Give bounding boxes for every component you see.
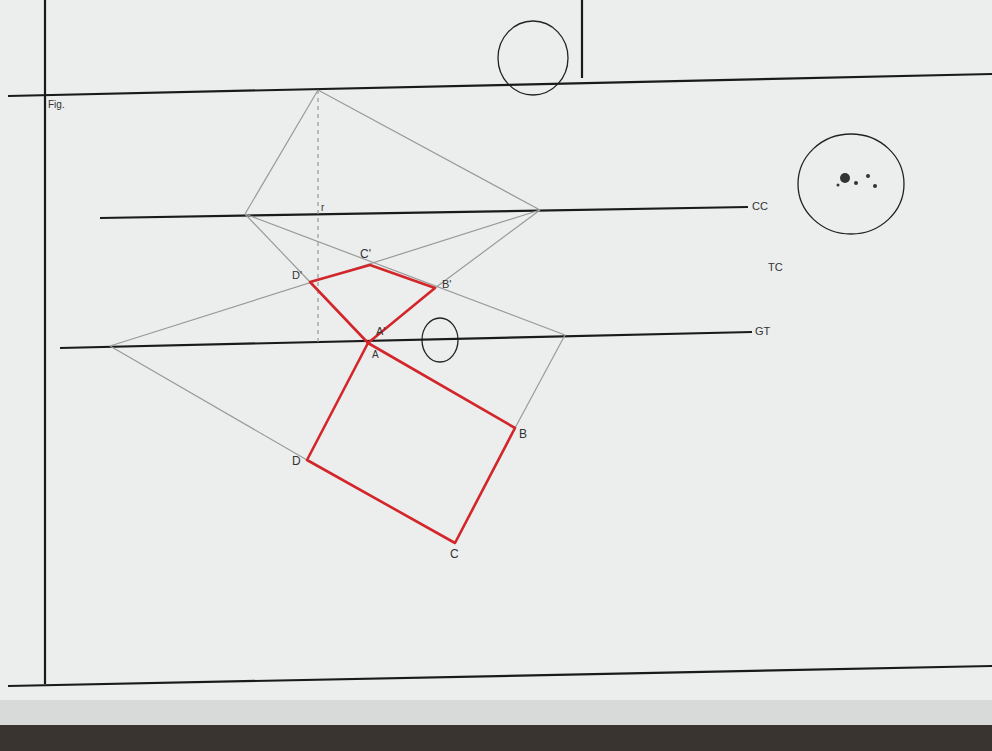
ground-lines [60, 207, 752, 348]
point-label: TC [768, 262, 783, 273]
point-label: CC [752, 201, 768, 212]
point-label: C [450, 548, 459, 560]
circles [422, 21, 904, 362]
red-projections [307, 265, 515, 543]
construction-lines [110, 90, 565, 460]
paper-edge [0, 700, 992, 751]
point-label: GT [755, 326, 770, 337]
point-label: B' [442, 279, 451, 290]
table [0, 725, 992, 751]
point-label: D' [292, 270, 302, 281]
point-label: D [292, 455, 301, 467]
frame-lines [8, 0, 992, 686]
point-label: A' [376, 326, 385, 337]
point-label: r [321, 203, 324, 213]
point-label: C' [360, 248, 371, 260]
point-label: A [372, 350, 379, 360]
point-label: B [519, 428, 527, 440]
point-label: Fig. [48, 100, 65, 110]
scribble [837, 173, 878, 188]
